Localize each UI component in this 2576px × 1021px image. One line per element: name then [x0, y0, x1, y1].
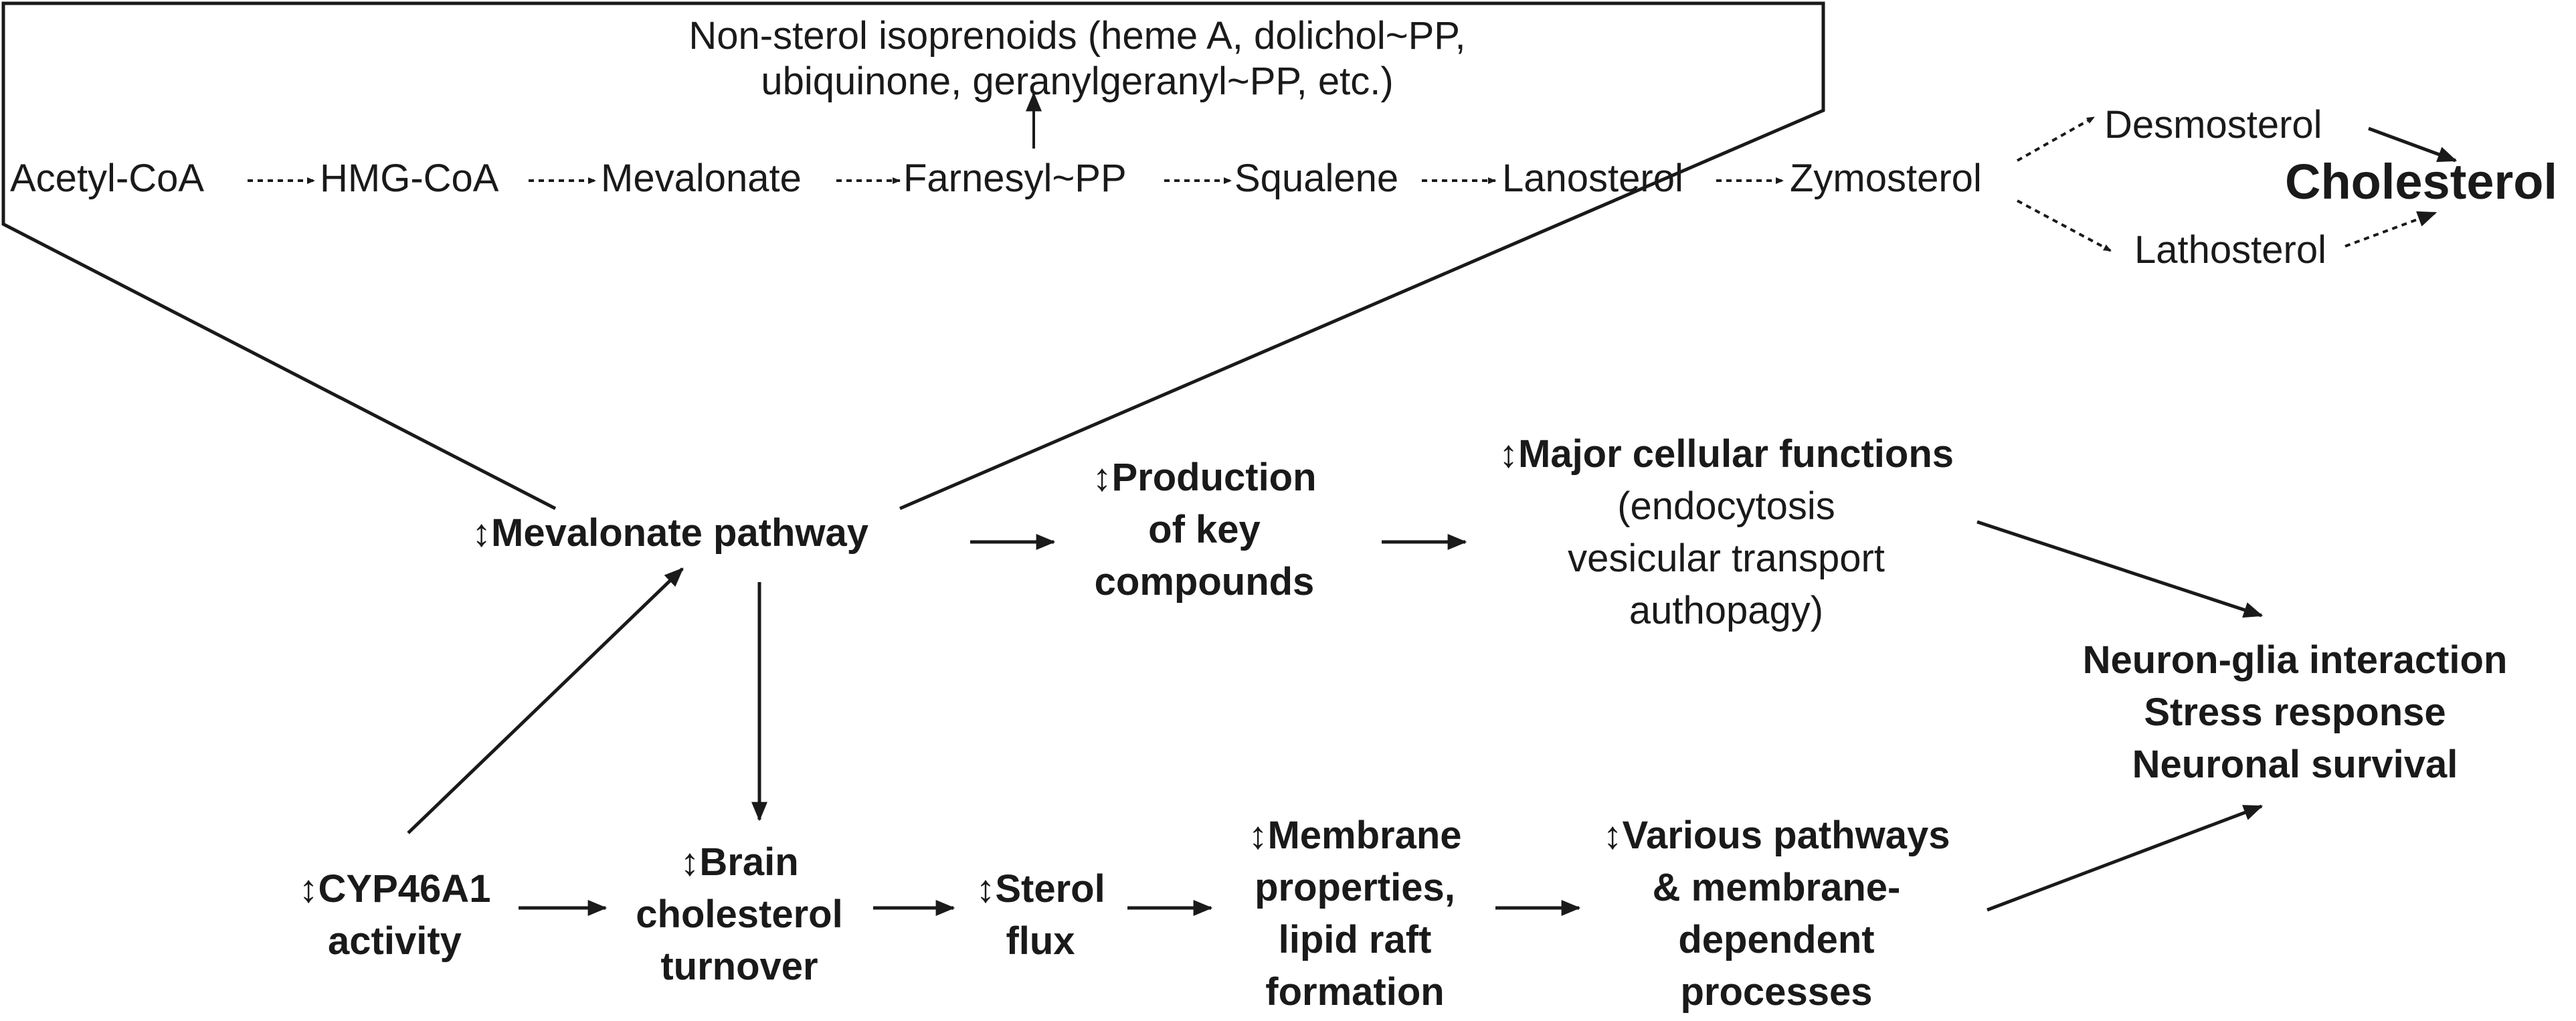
- outcome-line3: Neuronal survival: [2132, 743, 2458, 786]
- brain-line1: Brain: [699, 840, 799, 884]
- production-line3: compounds: [1094, 560, 1315, 604]
- major-line2: (endocytosis: [1617, 484, 1835, 528]
- isoprenoids-label: Non-sterol isoprenoids (heme A, dolichol…: [642, 17, 1512, 101]
- arrow-zymosterol-lathosterol: [2017, 199, 2112, 252]
- arrow-desmosterol-cholesterol: [2368, 126, 2458, 163]
- outcome-line2: Stress response: [2144, 690, 2446, 734]
- various-line2: & membrane-: [1652, 866, 1901, 909]
- membrane-line3: lipid raft: [1278, 918, 1432, 961]
- step-squalene: Squalene: [1234, 157, 1399, 200]
- production-line1: Production: [1111, 456, 1317, 499]
- membrane-line2: properties,: [1255, 866, 1455, 909]
- brain-line2: cholesterol: [636, 893, 843, 936]
- arrow-major-outcome: [1976, 520, 2264, 618]
- isoprenoids-line2: ubiquinone, geranylgeranyl~PP, etc.): [761, 60, 1394, 103]
- major-line1: Major cellular functions: [1518, 432, 1954, 476]
- brain-line3: turnover: [660, 945, 818, 988]
- node-membrane-properties: ↕Membrane properties, lipid raft formati…: [1214, 810, 1495, 1018]
- sterol-line1: Sterol: [995, 867, 1105, 911]
- production-line2: of key: [1148, 508, 1261, 551]
- step-mevalonate: Mevalonate: [601, 157, 802, 200]
- outcome-line1: Neuron-glia interaction: [2082, 638, 2508, 682]
- various-line1: Various pathways: [1622, 814, 1950, 857]
- mevalonate-pathway-label: Mevalonate pathway: [491, 511, 869, 555]
- updown-icon: ↕: [976, 867, 996, 911]
- arrow-cyp-mevalonate: [407, 567, 684, 834]
- arrow-zymosterol-desmosterol: [2017, 116, 2095, 162]
- node-mevalonate-pathway: ↕Mevalonate pathway: [472, 507, 868, 559]
- updown-icon: ↕: [1602, 814, 1623, 857]
- cyp-line1: CYP46A1: [318, 867, 491, 911]
- node-cyp46a1-activity: ↕CYP46A1 activity: [268, 863, 522, 967]
- membrane-line4: formation: [1265, 970, 1445, 1014]
- updown-icon: ↕: [1248, 814, 1268, 857]
- node-sterol-flux: ↕Sterol flux: [957, 863, 1124, 967]
- updown-icon: ↕: [1499, 432, 1518, 476]
- updown-icon: ↕: [472, 511, 491, 555]
- node-brain-cholesterol-turnover: ↕Brain cholesterol turnover: [609, 836, 870, 993]
- cyp-line2: activity: [328, 919, 462, 963]
- arrow-lathosterol-cholesterol: [2344, 211, 2437, 248]
- arrow-various-outcome: [1987, 804, 2264, 912]
- various-line3: dependent: [1678, 918, 1875, 961]
- updown-icon: ↕: [680, 840, 700, 884]
- step-acetyl-coa: Acetyl-CoA: [10, 157, 205, 200]
- step-lathosterol: Lathosterol: [2134, 228, 2326, 272]
- cholesterol-label: Cholesterol: [2285, 154, 2558, 209]
- step-desmosterol: Desmosterol: [2104, 103, 2322, 147]
- step-hmg-coa: HMG-CoA: [320, 157, 499, 200]
- updown-icon: ↕: [1092, 456, 1112, 499]
- step-farnesyl-pp: Farnesyl~PP: [903, 157, 1127, 200]
- node-outcome: Neuron-glia interaction Stress response …: [2027, 634, 2563, 791]
- isoprenoids-line1: Non-sterol isoprenoids (heme A, dolichol…: [688, 14, 1466, 58]
- node-production: ↕Production of key compounds: [1064, 452, 1345, 608]
- updown-icon: ↕: [298, 867, 318, 911]
- major-line3: vesicular transport: [1568, 537, 1885, 580]
- major-line4: authopagy): [1629, 589, 1824, 632]
- step-lanosterol: Lanosterol: [1502, 157, 1683, 200]
- node-various-pathways: ↕Various pathways & membrane- dependent …: [1569, 810, 1984, 1018]
- step-zymosterol: Zymosterol: [1790, 157, 1982, 200]
- zoom-bracket: [1, 1, 1825, 510]
- node-major-cellular-functions: ↕Major cellular functions (endocytosis v…: [1459, 428, 1994, 637]
- various-line4: processes: [1680, 970, 1873, 1014]
- membrane-line1: Membrane: [1267, 814, 1462, 857]
- sterol-line2: flux: [1006, 919, 1075, 963]
